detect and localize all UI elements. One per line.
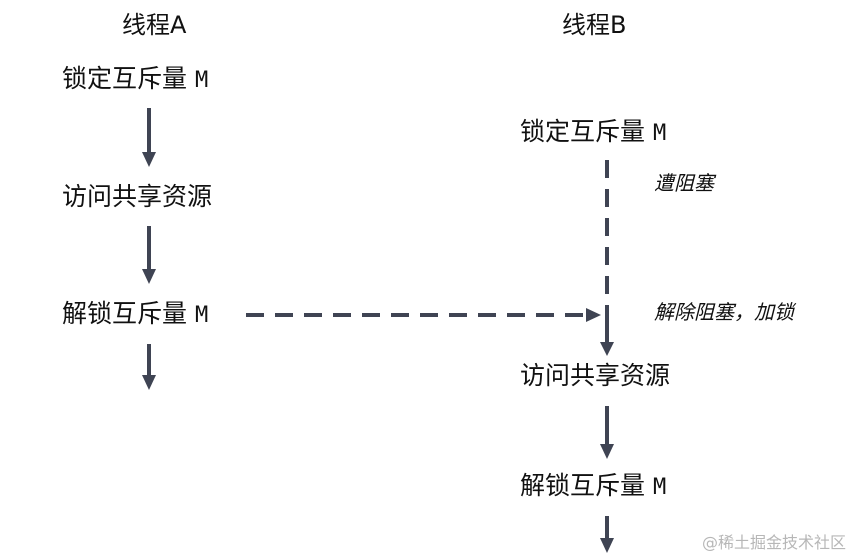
thread-a-lock-var: M [194, 68, 209, 93]
thread-b-unblocked-note: 解除阻塞，加锁 [654, 300, 794, 324]
thread-b-unlock-var: M [652, 475, 667, 500]
thread-a-lock-text: 锁定互斥量 [62, 64, 188, 93]
thread-b-lock-step: 锁定互斥量 M [520, 117, 666, 149]
arrow-a-lock-to-access [142, 108, 156, 167]
thread-b-unlock-step: 解锁互斥量 M [520, 471, 666, 503]
arrow-a-access-to-unlock [142, 226, 156, 284]
thread-b-blocked-note: 遭阻塞 [654, 171, 714, 195]
arrow-b-access-to-unlock [600, 406, 614, 459]
arrow-a-after-unlock [142, 344, 156, 390]
thread-a-access-text: 访问共享资源 [62, 182, 213, 211]
arrow-b-into-access [600, 322, 614, 356]
thread-a-title: 线程A [122, 11, 187, 39]
thread-b-title: 线程B [562, 11, 627, 39]
watermark: @稀土掘金技术社区 [701, 533, 846, 552]
thread-b-access-step: 访问共享资源 [520, 361, 670, 391]
thread-a-lock-step: 锁定互斥量 M [62, 64, 208, 96]
thread-b-lock-text: 锁定互斥量 [520, 117, 646, 146]
thread-b-unlock-text: 解锁互斥量 [520, 471, 646, 500]
thread-a-access-step: 访问共享资源 [62, 182, 212, 212]
thread-a-unlock-step: 解锁互斥量 M [62, 299, 208, 331]
thread-a-unlock-var: M [194, 303, 209, 328]
thread-b-lock-var: M [652, 121, 667, 146]
thread-a-unlock-text: 解锁互斥量 [62, 299, 188, 328]
arrow-b-after-unlock [600, 516, 614, 553]
arrow-a-unlock-to-b-dashed [246, 308, 601, 322]
thread-b-access-text: 访问共享资源 [520, 361, 671, 390]
